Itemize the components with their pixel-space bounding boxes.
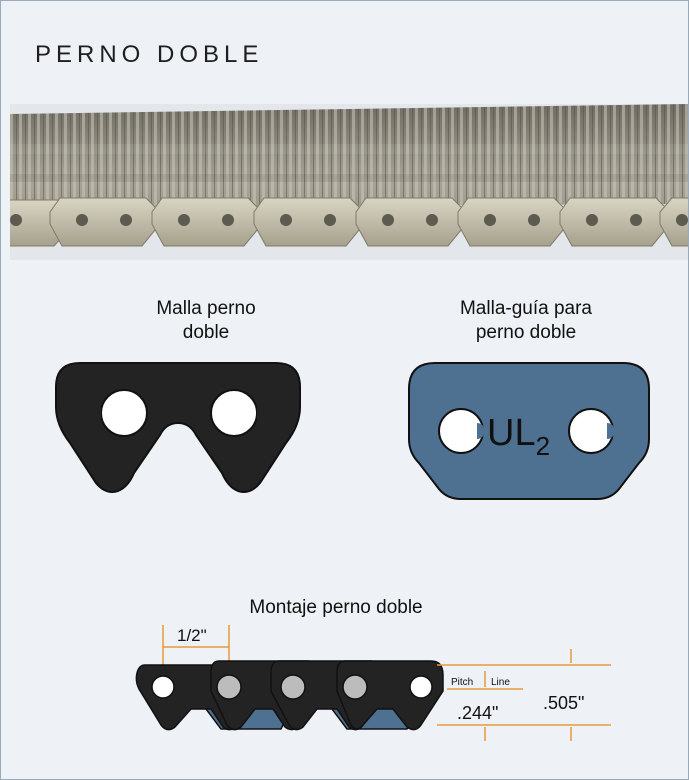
double-pin-assembly-diagram: 1/2" Pitch Line .244" .505" [135, 625, 611, 741]
double-pin-guide-link-caption-line2: perno doble [475, 322, 577, 343]
dimension-505: .505" [543, 693, 584, 713]
double-pin-link-caption: Malla perno doble [91, 297, 321, 345]
pitch-dimension-label: 1/2" [177, 626, 207, 645]
double-pin-link-diagram [55, 362, 301, 493]
double-pin-guide-link-diagram: UL2 [408, 362, 650, 500]
double-pin-guide-link-caption: Malla-guía para perno doble [411, 297, 641, 345]
page-title: PERNO DOBLE [35, 41, 264, 68]
dimension-244: .244" [457, 703, 498, 723]
conveyor-belt-photo [10, 104, 688, 260]
double-pin-link-caption-line1: Malla perno [156, 298, 256, 319]
pitch-line-label-right: Line [491, 677, 510, 688]
double-pin-link-caption-line2: doble [182, 322, 230, 343]
pitch-line-label-left: Pitch [451, 677, 473, 688]
assembly-title: Montaje perno doble [249, 597, 423, 618]
ul-mark: UL2 [487, 412, 550, 461]
double-pin-guide-link-caption-line1: Malla-guía para [459, 298, 593, 319]
